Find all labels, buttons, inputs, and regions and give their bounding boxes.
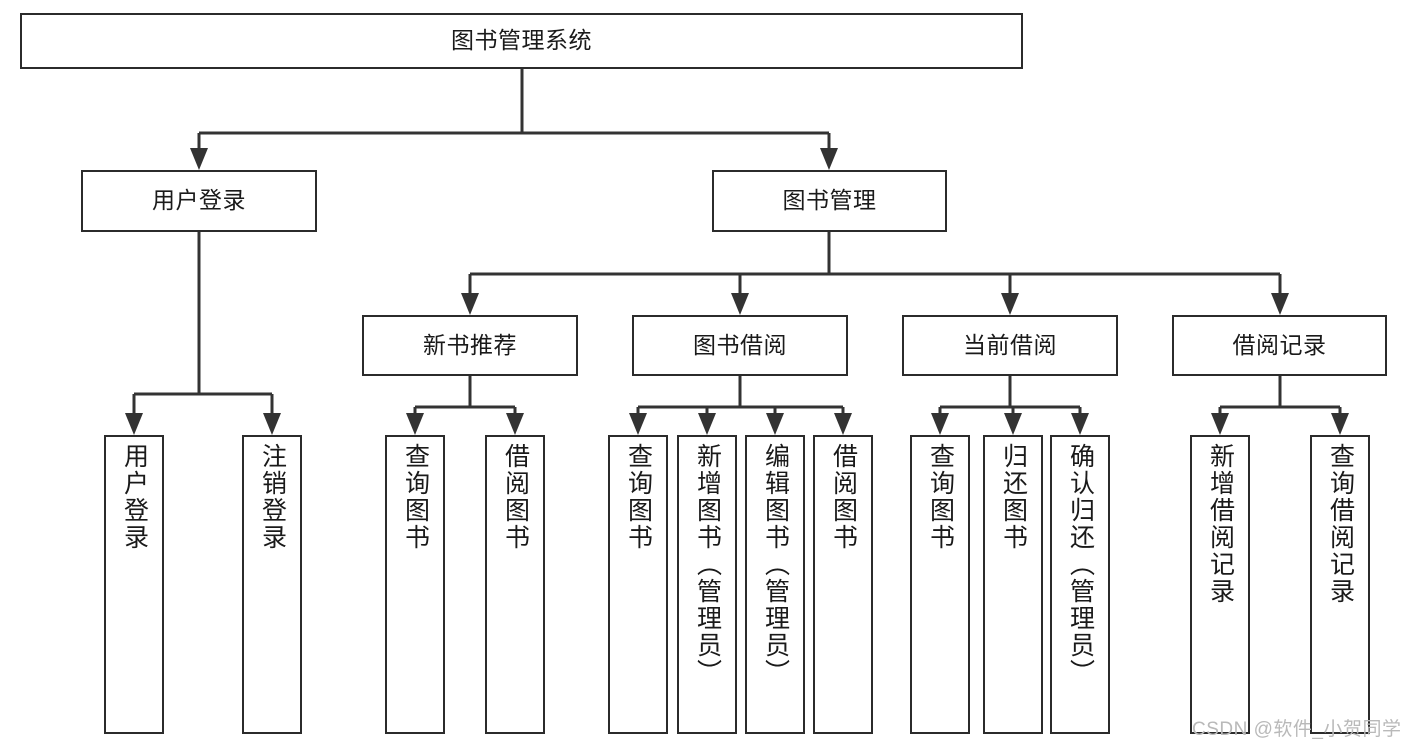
- node-label: 注销登录: [258, 443, 287, 551]
- node-leaf-confirm-return[interactable]: 确认归还（管理员）: [1050, 435, 1110, 734]
- arrowhead-icon: [1001, 293, 1019, 315]
- node-book-manage[interactable]: 图书管理: [712, 170, 947, 232]
- node-book-borrow[interactable]: 图书借阅: [632, 315, 848, 376]
- node-label: 图书管理系统: [451, 27, 592, 54]
- arrowhead-icon: [125, 413, 143, 435]
- node-label: 查询图书: [624, 443, 653, 551]
- node-label: 借阅记录: [1232, 331, 1327, 358]
- node-leaf-query-book-cur[interactable]: 查询图书: [910, 435, 970, 734]
- node-label: 图书借阅: [693, 331, 787, 358]
- csdn-watermark: CSDN @软件_小贺同学: [1192, 719, 1402, 740]
- arrowhead-icon: [1071, 413, 1089, 435]
- node-leaf-borrow-book[interactable]: 借阅图书: [813, 435, 873, 734]
- node-leaf-query-book-borrow[interactable]: 查询图书: [608, 435, 668, 734]
- arrowhead-icon: [698, 413, 716, 435]
- arrowhead-icon: [1331, 413, 1349, 435]
- node-leaf-query-book-rec[interactable]: 查询图书: [385, 435, 445, 734]
- node-leaf-add-record[interactable]: 新增借阅记录: [1190, 435, 1250, 734]
- arrowhead-icon: [731, 293, 749, 315]
- node-label: 新书推荐: [423, 331, 517, 358]
- node-label: 用户登录: [152, 187, 246, 214]
- node-label: 借阅图书: [501, 443, 530, 551]
- arrowhead-icon: [506, 413, 524, 435]
- arrowhead-icon: [190, 148, 208, 170]
- node-user-login[interactable]: 用户登录: [81, 170, 317, 232]
- node-label: 当前借阅: [963, 331, 1057, 358]
- node-leaf-logout[interactable]: 注销登录: [242, 435, 302, 734]
- node-label: 查询图书: [926, 443, 955, 551]
- arrowhead-icon: [1211, 413, 1229, 435]
- node-label: 编辑图书（管理员）: [761, 443, 790, 686]
- node-label: 归还图书: [999, 443, 1028, 551]
- node-current-borrow[interactable]: 当前借阅: [902, 315, 1118, 376]
- arrowhead-icon: [406, 413, 424, 435]
- node-leaf-edit-book[interactable]: 编辑图书（管理员）: [745, 435, 805, 734]
- arrowhead-icon: [820, 148, 838, 170]
- node-leaf-add-book[interactable]: 新增图书（管理员）: [677, 435, 737, 734]
- arrowhead-icon: [461, 293, 479, 315]
- node-label: 新增借阅记录: [1206, 443, 1235, 605]
- node-leaf-query-record[interactable]: 查询借阅记录: [1310, 435, 1370, 734]
- arrowhead-icon: [1004, 413, 1022, 435]
- node-leaf-borrow-book-rec[interactable]: 借阅图书: [485, 435, 545, 734]
- arrowhead-icon: [629, 413, 647, 435]
- node-label: 用户登录: [120, 443, 149, 551]
- node-label: 新增图书（管理员）: [693, 443, 722, 686]
- node-root-system[interactable]: 图书管理系统: [20, 13, 1023, 69]
- node-label: 借阅图书: [829, 443, 858, 551]
- node-leaf-user-login[interactable]: 用户登录: [104, 435, 164, 734]
- arrowhead-icon: [834, 413, 852, 435]
- arrowhead-icon: [766, 413, 784, 435]
- arrowhead-icon: [1271, 293, 1289, 315]
- node-label: 确认归还（管理员）: [1066, 443, 1095, 686]
- node-label: 图书管理: [782, 187, 877, 214]
- arrowhead-icon: [931, 413, 949, 435]
- node-leaf-return-book[interactable]: 归还图书: [983, 435, 1043, 734]
- node-label: 查询图书: [401, 443, 430, 551]
- node-label: 查询借阅记录: [1326, 443, 1355, 605]
- node-new-book-recommend[interactable]: 新书推荐: [362, 315, 578, 376]
- node-borrow-record[interactable]: 借阅记录: [1172, 315, 1387, 376]
- arrowhead-icon: [263, 413, 281, 435]
